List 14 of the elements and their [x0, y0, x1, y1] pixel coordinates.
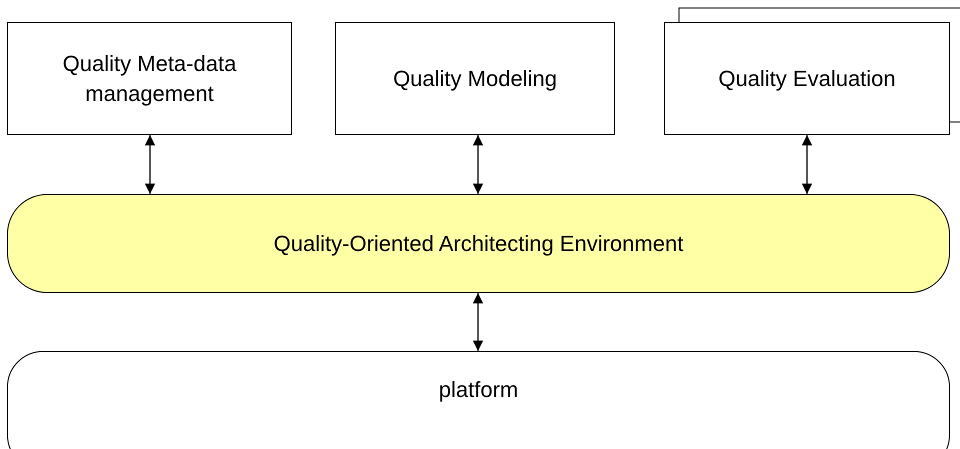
process-box — [335, 22, 615, 135]
node-label: Quality-Oriented Architecting Environment — [274, 230, 684, 258]
node-label: platform — [438, 376, 518, 404]
double-arrow — [802, 135, 812, 194]
process-box — [7, 22, 292, 135]
environment-band — [7, 194, 950, 293]
process-box — [664, 22, 950, 135]
double-arrow — [472, 135, 484, 194]
double-arrow — [472, 293, 484, 351]
platform-band — [7, 351, 950, 449]
node-label: Quality Evaluation — [718, 64, 896, 93]
node-label: Quality Modeling — [393, 64, 557, 93]
node-label: Quality Meta-data management — [62, 50, 238, 108]
double-arrow — [144, 135, 156, 194]
